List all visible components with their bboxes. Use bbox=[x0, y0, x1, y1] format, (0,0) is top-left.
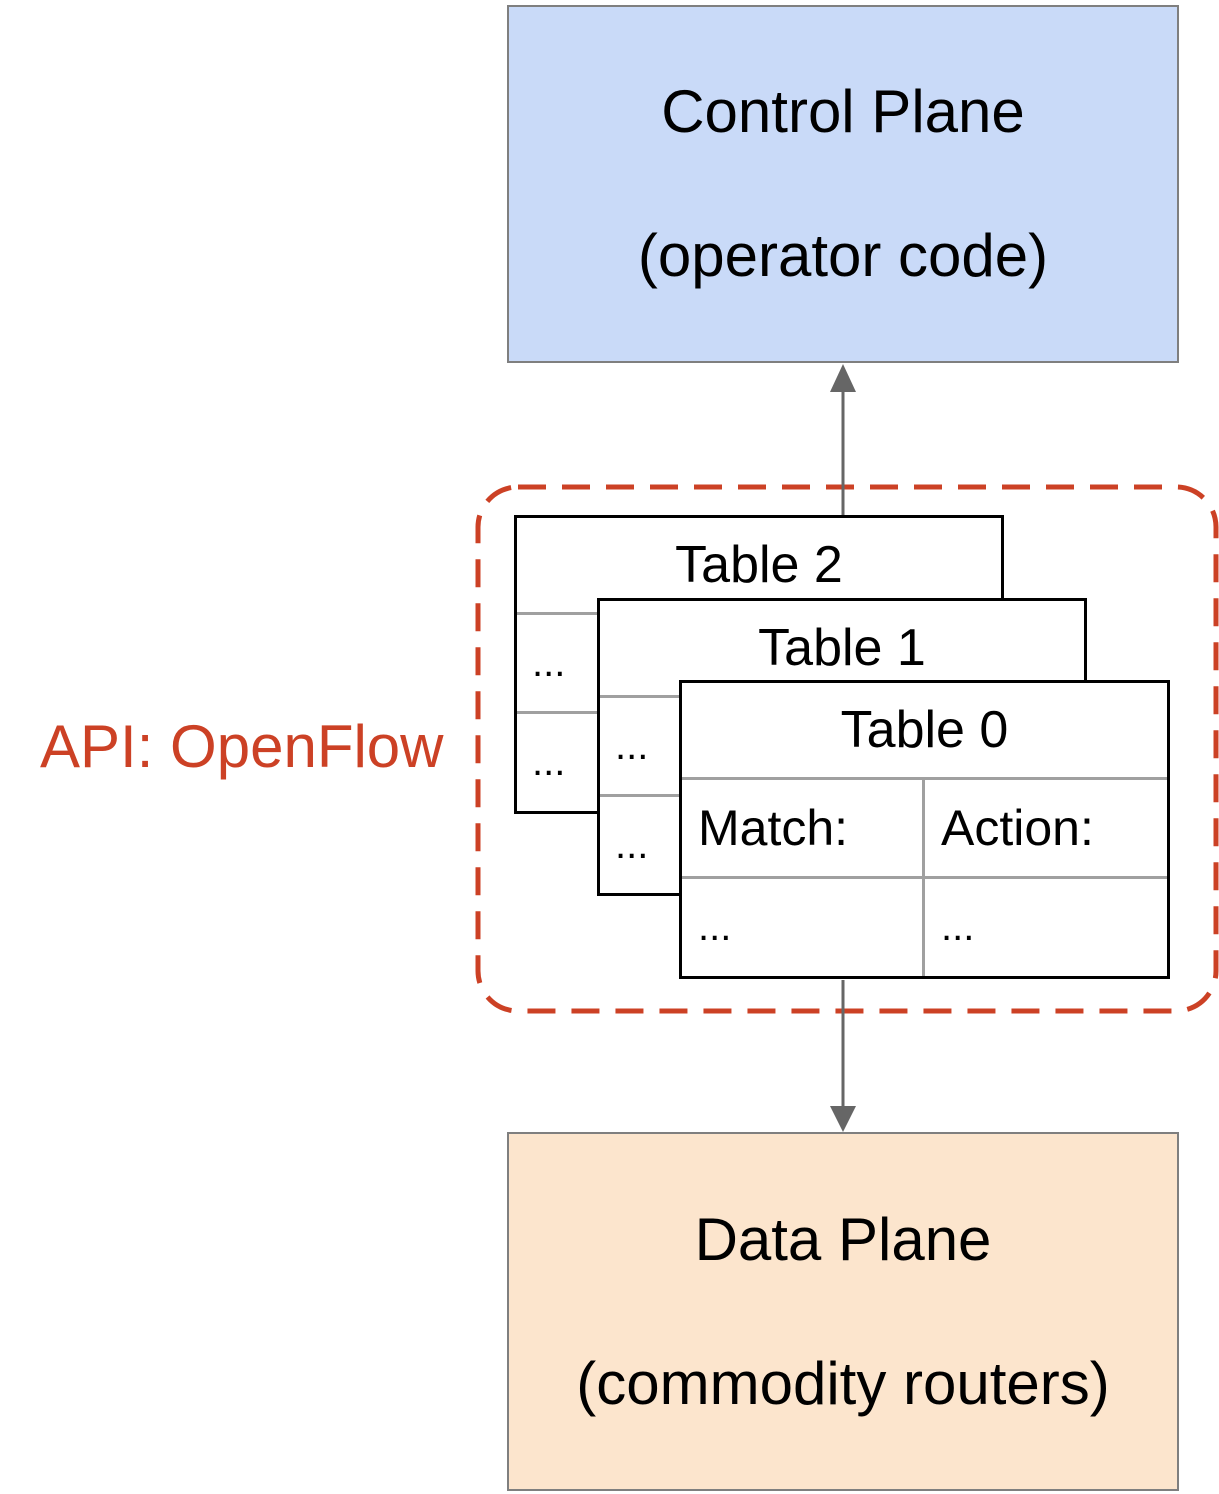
data-plane-title: Data Plane bbox=[694, 1205, 992, 1273]
table-2-row-2: ... bbox=[532, 740, 566, 784]
arrow-up-head bbox=[830, 364, 856, 392]
table-0-match-value: ... bbox=[682, 879, 925, 976]
control-plane-box: Control Plane (operator code) bbox=[507, 5, 1179, 363]
control-plane-title: Control Plane bbox=[661, 78, 1025, 145]
table-0-title: Table 0 bbox=[682, 683, 1167, 780]
control-plane-subtitle: (operator code) bbox=[637, 222, 1049, 289]
arrow-down-head bbox=[830, 1106, 856, 1132]
api-label: API: OpenFlow bbox=[40, 713, 444, 780]
table-0-match-header: Match: bbox=[682, 780, 925, 879]
table-1-row-2: ... bbox=[615, 823, 649, 867]
data-plane-subtitle: (commodity routers) bbox=[576, 1349, 1110, 1417]
table-0-action-value: ... bbox=[941, 905, 975, 949]
data-plane-box: Data Plane (commodity routers) bbox=[507, 1132, 1179, 1491]
table-0-action-header: Action: bbox=[925, 780, 1167, 879]
flow-table-0: Table 0 Match: Action: ... ... bbox=[679, 680, 1170, 979]
